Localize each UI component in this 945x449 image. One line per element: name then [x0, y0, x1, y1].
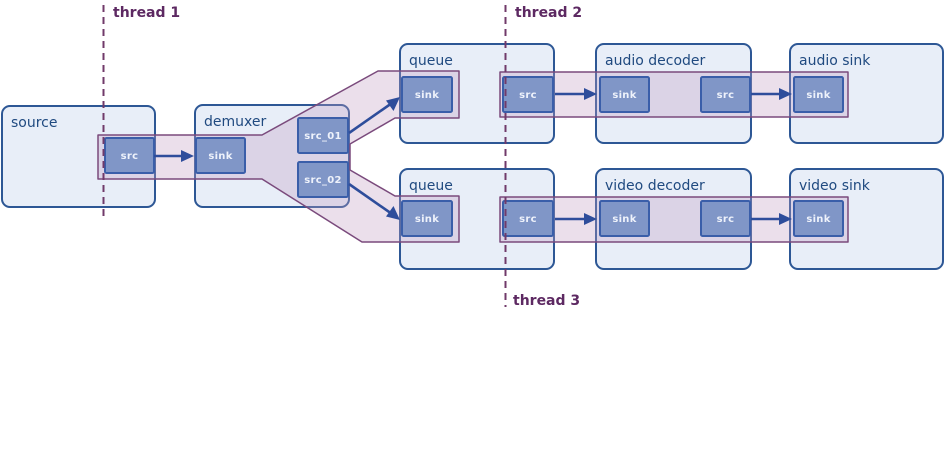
arrow-src01-to-queue-audio [348, 97, 400, 135]
pad-label-video-decoder-sink: sink [612, 214, 636, 225]
pad-queue-video-src [502, 200, 554, 237]
pad-label-queue-video-src: src [519, 214, 537, 225]
thread-boundaries: thread 1 thread 2 thread 3 [102, 5, 582, 309]
pad-queue-audio-src [502, 76, 554, 113]
thread-label-3: thread 3 [513, 293, 580, 309]
pad-demuxer-src01 [297, 117, 349, 154]
element-label-queue-video: queue [409, 178, 453, 194]
pad-audio-decoder-sink [599, 76, 650, 113]
pad-label-demuxer-sink: sink [208, 151, 232, 162]
element-label-demuxer: demuxer [204, 114, 266, 130]
pad-label-source-src: src [121, 151, 139, 162]
pad-demuxer-sink [195, 137, 246, 174]
arrow-src02-to-queue-video [348, 182, 400, 220]
pad-audio-sink-sink [793, 76, 844, 113]
thread-region-2 [499, 71, 849, 118]
thread-label-2: thread 2 [515, 5, 582, 21]
pad-label-audio-sink-sink: sink [806, 90, 830, 101]
thread-region-3 [499, 196, 849, 243]
arrow-queue-video-to-video-decoder [555, 213, 597, 225]
pad-label-demuxer-src02: src_02 [304, 175, 342, 186]
pad-label-queue-audio-sink: sink [415, 90, 439, 101]
pad-video-decoder-sink [599, 200, 650, 237]
arrow-queue-audio-to-audio-decoder [555, 88, 597, 100]
pad-video-decoder-src [700, 200, 751, 237]
pad-label-queue-video-sink: sink [415, 214, 439, 225]
pad-label-demuxer-src01: src_01 [304, 131, 342, 142]
arrow-video-decoder-to-video-sink [751, 213, 792, 225]
pad-queue-video-sink [401, 200, 453, 237]
pad-label-video-decoder-src: src [717, 214, 735, 225]
pad-video-sink-sink [793, 200, 844, 237]
pad-audio-decoder-src [700, 76, 751, 113]
thread-label-1: thread 1 [113, 5, 180, 21]
pad-label-audio-decoder-src: src [717, 90, 735, 101]
element-label-audio-decoder: audio decoder [605, 53, 706, 69]
element-label-audio-sink: audio sink [799, 53, 871, 69]
arrow-audio-decoder-to-audio-sink [751, 88, 792, 100]
element-label-video-sink: video sink [799, 178, 871, 194]
pad-queue-audio-sink [401, 76, 453, 113]
element-label-queue-audio: queue [409, 53, 453, 69]
pad-demuxer-src02 [297, 161, 349, 198]
pad-label-video-sink-sink: sink [806, 214, 830, 225]
link-arrows [154, 88, 792, 225]
element-label-source: source [11, 115, 58, 131]
pad-label-queue-audio-src: src [519, 90, 537, 101]
pads: src sink src_01 src_02 sink src sink src… [104, 76, 844, 237]
pad-label-audio-decoder-sink: sink [612, 90, 636, 101]
element-label-video-decoder: video decoder [605, 178, 705, 194]
arrow-source-to-demuxer [154, 150, 194, 162]
